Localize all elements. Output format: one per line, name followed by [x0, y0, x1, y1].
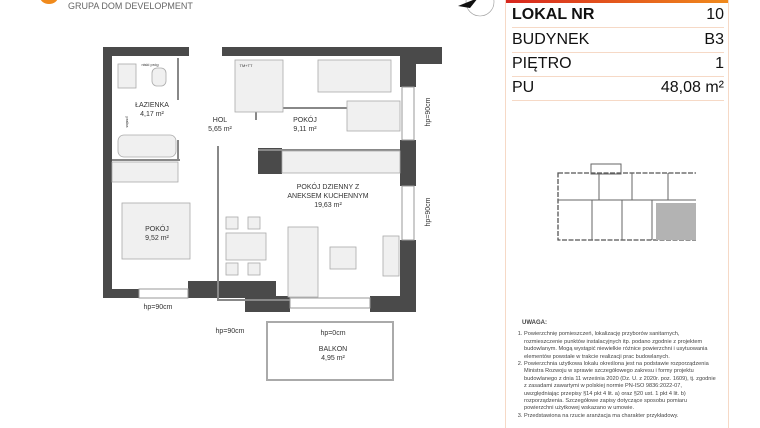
living-name-1: POKÓJ DZIENNY Z: [297, 182, 360, 191]
balcony-area: 4,95 m²: [321, 355, 345, 362]
info-row-floor: PIĘTRO 1: [512, 52, 724, 77]
room1-area: 9,11 m²: [293, 126, 317, 133]
window-height-label: hp=90cm: [144, 304, 173, 311]
info-value: B3: [704, 31, 724, 48]
bathroom-name: ŁAZIENKA: [135, 102, 169, 109]
building-key-plan: [557, 163, 696, 241]
room1-name: POKÓJ: [293, 115, 317, 124]
door-height-label: hp=0cm: [320, 330, 345, 337]
note-item: Przedstawiona na rzucie aranżacja ma cha…: [524, 413, 717, 420]
notes: UWAGA: Powierzchnię pomieszczeń, lokaliz…: [512, 320, 717, 420]
room2-name: POKÓJ: [145, 224, 169, 233]
living-area: 19,63 m²: [314, 202, 342, 209]
info-label: LOKAL NR: [512, 6, 595, 23]
balcony-name: BALKON: [319, 346, 347, 353]
washer-label: pralka: [125, 117, 130, 129]
info-label: PIĘTRO: [512, 55, 572, 72]
accent-bar: [506, 0, 728, 3]
info-panel: LOKAL NR 10 BUDYNEK B3 PIĘTRO 1 PU 48,08 m²: [505, 0, 729, 428]
info-label: PU: [512, 79, 535, 96]
hall-area: 5,65 m²: [208, 126, 232, 133]
balcony: [266, 321, 394, 381]
info-row-building: BUDYNEK B3: [512, 28, 724, 53]
info-label: BUDYNEK: [512, 31, 590, 48]
info-row-unit: LOKAL NR 10: [512, 3, 724, 28]
window-height-label: hp=90cm: [216, 328, 245, 335]
room2-area: 9,52 m²: [145, 235, 169, 242]
info-value: 1: [715, 55, 724, 72]
note-item: Powierzchnia użytkowa lokalu określona j…: [524, 361, 717, 413]
floor-plan: ŁAZIENKA 4,17 m² HOL 5,65 m² POKÓJ 9,11 …: [103, 0, 495, 381]
note-item: Powierzchnię pomieszczeń, lokalizację pr…: [524, 331, 717, 361]
living-name-2: ANEKSEM KUCHENNYM: [287, 193, 368, 200]
tm-tt-label: TM+TT: [240, 63, 254, 68]
info-value: 48,08 m²: [660, 79, 724, 96]
notes-title: UWAGA:: [522, 320, 547, 326]
bathroom-area: 4,17 m²: [140, 111, 164, 118]
window-height-label: hp=90cm: [425, 197, 432, 226]
logo-text: GRUPA DOM DEVELOPMENT: [68, 1, 193, 11]
info-value: 10: [706, 6, 724, 23]
logo: [40, 0, 58, 4]
furniture: [111, 59, 401, 298]
window-height-label: hp=90cm: [425, 97, 432, 126]
windows: [138, 86, 415, 309]
hall-name: HOL: [213, 117, 228, 124]
compass-icon: [458, 0, 495, 17]
unit-highlight: [656, 203, 696, 240]
info-row-area: PU 48,08 m²: [512, 76, 724, 101]
threshold-label: niski próg: [141, 62, 158, 67]
